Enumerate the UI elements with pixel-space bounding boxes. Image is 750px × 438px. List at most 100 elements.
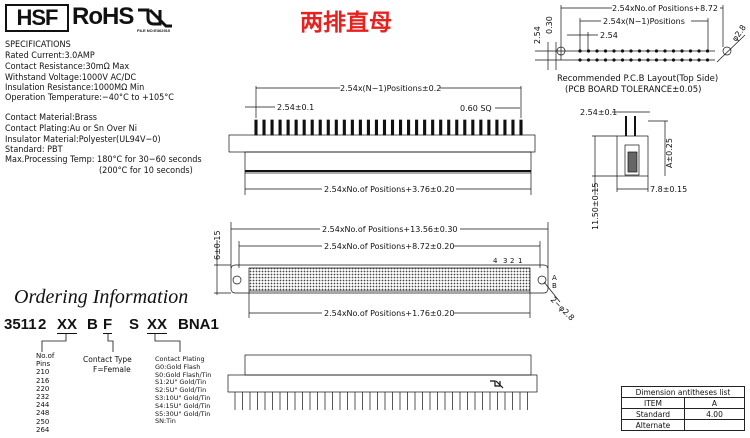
pcb-hole [612,49,616,53]
pin [350,119,354,136]
pcb-hole [697,49,701,53]
pin [358,119,362,136]
pcb-hole [680,58,684,62]
pcb-dim-total: 2.54xNo.of Positions+8.72 [612,4,718,13]
plating-option: SN:Tin [155,417,176,426]
pin [366,119,370,136]
part-s: S [129,316,140,333]
pcb-hole [603,58,608,62]
pin [511,119,515,136]
table-header: ITEM [621,397,685,409]
material-line: (200°C for 10 seconds) [99,166,193,176]
pcb-hole [654,49,659,53]
part-suffix: BNA1 [178,316,219,333]
pin [334,119,338,136]
pcb-hole [595,49,599,53]
pin-option: 248 [36,409,50,418]
pin [407,119,411,136]
bottom-overall: 2.54xNo.of Positions+13.56±0.30 [322,225,458,234]
contact-type-value: F=Female [93,365,131,374]
pin [382,119,387,136]
pin [278,119,282,136]
table-header: A [684,397,745,409]
pin [342,119,346,136]
pin [463,119,467,136]
part-series: 3511 [4,316,37,333]
pcb-hole [688,58,693,62]
pin [447,119,451,136]
pin [439,119,443,136]
pcb-hole [705,49,710,53]
hsf-logo: HSF [5,4,69,32]
pcb-hole [586,58,591,62]
pin [374,119,379,136]
spec-line: Contact Resistance:30mΩ Max [5,62,130,72]
plating-option: S0:Gold Flash/Tin [155,370,212,379]
material-line: Standard: PBT [5,145,63,155]
pin [254,119,258,136]
pin [310,119,314,136]
row-a-label: A [552,274,557,282]
pcb-hole [705,58,710,62]
part-pins: XX [57,316,78,334]
pcb-hole [629,49,633,53]
pin [294,119,298,136]
pcb-hole [612,58,616,62]
pin [390,119,395,136]
pcb-hole [663,49,667,53]
part-plating: XX [147,316,168,334]
pcb-dim-hole: φ2.8 [730,23,748,43]
pin [326,119,330,136]
pcb-hole [620,49,625,53]
side-view: 2.54±0.1 A±0.25 11.50±0.15 7.8±0.15 [580,108,687,230]
front-view: 2.54x(N−1)Positions±0.2 2.54±0.1 0.60 SQ… [228,83,536,195]
pcb-hole [578,58,582,62]
side-width: 7.8±0.15 [650,185,687,194]
pcb-hole [663,58,667,62]
pin [503,119,507,136]
pin [415,119,419,136]
pin-option: 216 [36,376,50,385]
pin [318,119,322,136]
plating-list: Contact Plating G0:Gold Flash S0:Gold Fl… [155,355,212,426]
side-pitch: 2.54±0.1 [580,108,617,117]
pcb-dim-row: 2.54 [533,26,542,44]
pcb-hole [697,58,701,62]
bottom-hole: 2−φ2.8 [549,295,576,322]
pcb-hole [578,49,582,53]
pcb-hole [671,58,676,62]
pin [495,119,499,136]
plating-option: S4:15U" Gold/Tin [155,401,211,410]
material-line: Insulator Material:Polyester(UL94V−0) [5,135,161,145]
pin [479,119,483,136]
pin-number: 4 [493,257,498,265]
front-dim-n1: 2.54x(N−1)Positions±0.2 [340,84,441,93]
material-line: Contact Plating:Au or Sn Over Ni [5,124,137,134]
pcb-hole [688,49,693,53]
pcb-dim-pitch: 2.54 [600,31,618,40]
bottom-inner: 2.54xNo.of Positions+1.76±0.20 [324,309,454,318]
table-row: Alternate [621,419,745,431]
front-body-width: 2.54xNo.of Positions+3.76±0.20 [324,185,454,194]
pcb-dim-n1: 2.54x(N−1)Positions [603,17,685,26]
pcb-hole [646,49,650,53]
pcb-hole [620,58,625,62]
plating-option: S2:5U" Gold/Tin [155,386,207,395]
pcb-caption: Recommended P.C.B Layout(Top Side) [557,74,718,84]
pin [519,119,523,136]
pcb-hole [637,58,642,62]
pcb-dim-offset: 0.30 [545,16,554,34]
side-height: 11.50±0.15 [591,183,600,230]
pcb-hole [629,58,633,62]
rohs-mark: RoHS [72,3,134,30]
plating-option: S5:30U" Gold/Tin [155,409,211,418]
row-b-label: B [552,282,557,290]
ul-file-number: FILE NO:E362910 [137,28,171,33]
pin-option: 210 [36,368,50,377]
side-height-a: A±0.25 [665,138,674,168]
plating-label: Contact Plating [155,355,205,363]
